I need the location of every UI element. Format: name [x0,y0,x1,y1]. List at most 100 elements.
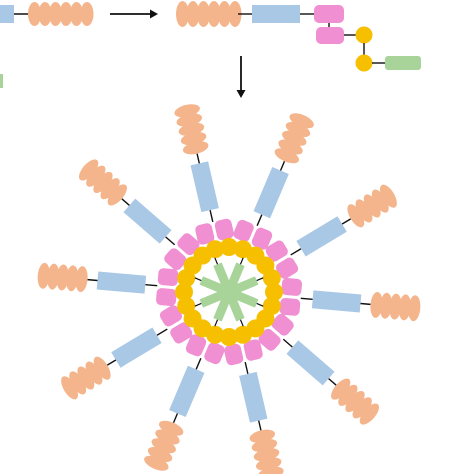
coil-segment [56,264,69,291]
coil-segment [47,263,60,290]
coil-segment [151,438,176,454]
gold-bead-domain [262,269,281,288]
coil-domain [331,378,380,425]
linker-line [106,359,117,366]
green-star-core [194,257,264,327]
gold-bead-domain [355,26,373,44]
arrow-head [150,9,158,19]
linker-line [239,319,244,327]
coil-domain [78,159,127,206]
coil-segment [85,361,103,385]
arrow-down [236,56,246,98]
pink-dimer-domain [177,233,200,256]
linker-line [341,218,352,225]
pink-dimer-domain [265,240,288,262]
coil-segment [355,199,373,223]
coil-domain [370,291,421,322]
pink-dimer-domain [164,248,187,271]
pink-dimer-domain [258,328,281,351]
coil-segment [69,371,87,395]
arrow-right [110,9,158,19]
pink-dimer-domain [271,313,294,336]
arrow-head [236,90,246,98]
linker-line [145,283,158,287]
linker-line [195,358,202,370]
linker-line [194,277,202,282]
linker-line [165,236,176,246]
pink-dimer-domain [251,227,273,250]
coil-segment [398,294,411,321]
linker-line [87,278,98,282]
coil-segment [363,194,381,218]
coil-segment [338,384,358,406]
coil-segment [66,265,79,292]
linker-line [209,209,214,223]
step1-monomer [0,2,94,26]
green-tail-fragment [0,74,3,88]
pink-dimer-domain [224,343,244,366]
coil-segment [197,1,210,27]
radial-assembly [37,104,421,474]
gold-bead-domain [206,240,225,259]
monomer-steps [0,1,421,98]
pink-dimer-domain [243,339,263,361]
pink-dimer-domain [233,219,254,242]
linker-line [196,153,200,164]
coil-segment [100,178,120,200]
rod-domain [286,340,335,386]
coil-domain [37,262,88,293]
rod-domain [253,166,289,219]
assembly-arm [174,104,234,245]
pink-dimer-domain [156,288,177,306]
linker-line [172,413,179,423]
assembly-arm [144,334,225,471]
coil-domain [144,420,184,471]
pink-dimer-domain [214,218,234,241]
coil-segment [282,130,307,146]
gold-bead-domain [355,54,373,72]
coil-segment [38,2,52,26]
gold-bead-domain [175,283,193,301]
coil-segment [285,122,311,138]
pink-dimer-domain [185,334,207,357]
rod-domain [123,198,172,244]
coil-segment [186,1,200,27]
linker-line [300,297,313,301]
pink-dimer-domain [157,268,179,287]
gold-bead-domain [233,325,252,344]
pink-dimer-domain [281,278,302,296]
coil-domain [347,184,397,228]
linker-line [156,328,168,336]
coil-domain [174,104,209,155]
assembly-arm [61,305,193,400]
coil-segment [274,148,300,164]
coil-segment [144,455,169,471]
coil-segment [218,1,231,27]
coil-domain [176,1,242,27]
coil-domain [274,113,314,164]
linker-line [256,277,264,282]
coil-segment [78,159,99,181]
rod-domain [239,371,268,423]
coil-segment [158,420,184,436]
rod-domain [190,161,219,213]
coil-segment [77,366,95,390]
pink-dimer-domain [314,5,344,23]
green-star-hub [221,284,237,300]
rod-domain [311,290,362,313]
coil-segment [345,390,365,413]
assembly-arm [233,113,314,250]
coil-segment [379,184,397,208]
gold-bead-domain [265,283,283,301]
assembly-arm [279,278,421,322]
coil-segment [59,2,73,26]
coil-segment [93,356,111,380]
step2-monomer [176,1,421,72]
coil-segment [107,184,127,206]
coil-segment [61,376,79,400]
gold-bead-domain [220,238,238,256]
assembly-arms [37,104,421,474]
coil-segment [408,295,421,322]
assembly-arm [78,159,200,271]
